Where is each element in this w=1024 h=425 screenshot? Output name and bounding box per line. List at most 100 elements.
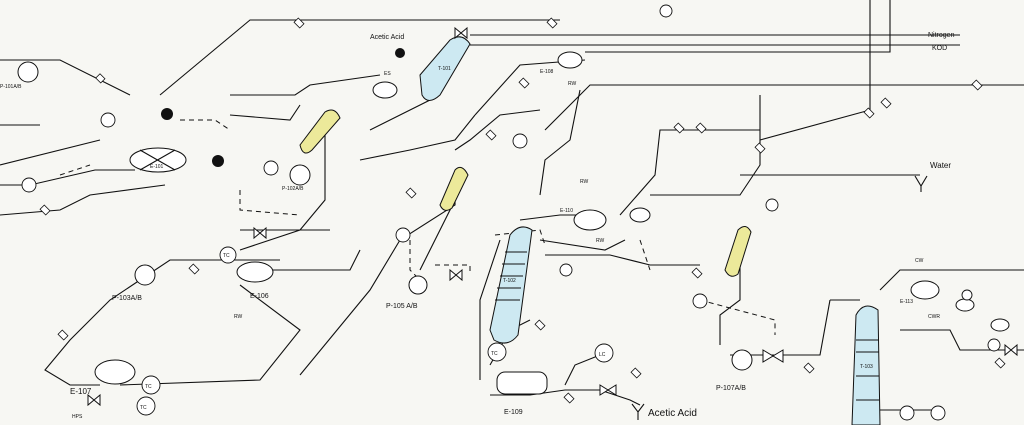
line-right-header — [759, 0, 871, 141]
hps-label: HPS — [72, 414, 83, 420]
p105-label: P-105 A/B — [386, 303, 418, 310]
line-lh-3 — [0, 169, 135, 186]
t102-label: T-102 — [503, 278, 516, 284]
line-upper-mid-2 — [229, 104, 301, 121]
line-upper-mid — [230, 74, 381, 96]
vessel-1 — [299, 109, 341, 154]
tc-4 — [487, 342, 507, 362]
signal-1 — [239, 190, 301, 216]
line-mid-long — [539, 89, 581, 196]
p103-pump — [134, 264, 156, 286]
tc-3-label: TC — [140, 405, 147, 411]
signal-6 — [435, 264, 471, 275]
line-right-1 — [619, 129, 760, 216]
cw-label: CW — [915, 258, 924, 264]
equipment: E-101 P-101A/B P-102A/B P-103A/B E-106 R… — [0, 48, 1010, 420]
inst-12 — [987, 338, 1001, 352]
tc-4-label: TC — [491, 351, 498, 357]
rw2-label: RW — [568, 81, 577, 87]
signal-2 — [409, 240, 421, 281]
line-t102-ov — [545, 254, 700, 266]
column-t103: T-103 — [851, 305, 881, 425]
line-lh-4 — [0, 184, 166, 216]
p101-pump — [17, 61, 39, 83]
kod-label: KOD — [932, 45, 947, 52]
e110-shell — [573, 209, 607, 231]
line-v8 — [299, 175, 456, 376]
e113-label: E-113 — [900, 299, 913, 305]
water-arrow — [914, 175, 928, 192]
vessel-2 — [439, 166, 469, 211]
valves — [87, 26, 1018, 407]
signal-4 — [639, 239, 651, 271]
line-v4 — [270, 249, 361, 271]
line-bottom-a — [490, 389, 641, 406]
e113-shell — [910, 280, 940, 300]
e107-shell — [94, 359, 136, 385]
t101-label: T-101 — [438, 66, 451, 72]
line-t102-feed — [479, 239, 501, 380]
line-t102-mid — [539, 239, 626, 251]
e109-label: E-109 — [504, 409, 523, 416]
line-top-1 — [159, 19, 560, 96]
tc-1-label: TC — [223, 253, 230, 259]
inst-6 — [692, 293, 708, 309]
inst-11 — [930, 405, 946, 421]
column-t101: T-101 — [419, 36, 471, 101]
inst-9 — [659, 4, 673, 18]
inst-5 — [512, 133, 528, 149]
water-label: Water — [930, 161, 951, 170]
line-right-4 — [730, 299, 831, 356]
line-t103-b — [879, 269, 1024, 291]
line-feed-left — [0, 139, 101, 166]
p105-pump — [408, 275, 428, 295]
exchanger-top — [372, 81, 398, 99]
tc-2 — [141, 375, 161, 395]
p102-pump — [289, 164, 311, 186]
acetic-acid-arrow — [631, 403, 645, 420]
e106-shell — [236, 261, 274, 283]
e110-label: E-110 — [560, 208, 573, 214]
exchanger-right — [955, 298, 975, 312]
cwr-label: CWR — [928, 314, 940, 320]
lc-1 — [594, 343, 614, 363]
rw3-label: RW — [596, 238, 605, 244]
tc-1 — [219, 246, 237, 264]
column-t102: T-102 — [489, 226, 533, 344]
inst-7 — [765, 198, 779, 212]
instruments: TC TC TC TC LC — [21, 4, 1001, 421]
line-tags — [39, 17, 1006, 404]
line-right-2 — [650, 95, 761, 196]
inst-10 — [899, 405, 915, 421]
e106-label: E-106 — [250, 293, 269, 300]
acetic-acid-feed-label: Acetic Acid — [370, 34, 404, 41]
nitrogen-label: Nitrogen — [928, 32, 955, 39]
p103-label: P-103A/B — [112, 295, 142, 302]
e108-shell — [557, 51, 583, 69]
e109-shell — [496, 371, 548, 395]
signal-3 — [494, 229, 546, 246]
tc-3 — [136, 396, 156, 416]
vessel-3 — [724, 226, 752, 277]
p102-label: P-102A/B — [282, 186, 304, 192]
marker-3 — [395, 48, 405, 58]
exchanger-mid — [629, 207, 651, 223]
line-v3 — [44, 259, 280, 386]
line-long-right — [544, 84, 1024, 131]
p101-label: P-101A/B — [0, 84, 22, 90]
line-bottom-b — [564, 354, 601, 386]
inst-2 — [100, 112, 116, 128]
inst-13 — [961, 289, 973, 301]
signal-7 — [59, 164, 91, 176]
exchanger-far-right — [990, 318, 1010, 332]
lc-1-label: LC — [599, 352, 606, 358]
signal-8 — [180, 119, 231, 131]
line-v9 — [454, 109, 541, 151]
e108-label: E-108 — [540, 69, 554, 75]
signal-5 — [699, 299, 776, 335]
marker-1 — [161, 108, 173, 120]
stream-labels: Nitrogen KOD Water Acetic Acid Acetic Ac… — [370, 32, 955, 420]
e107-label: E-107 — [70, 387, 92, 396]
p107-pump — [731, 349, 753, 371]
